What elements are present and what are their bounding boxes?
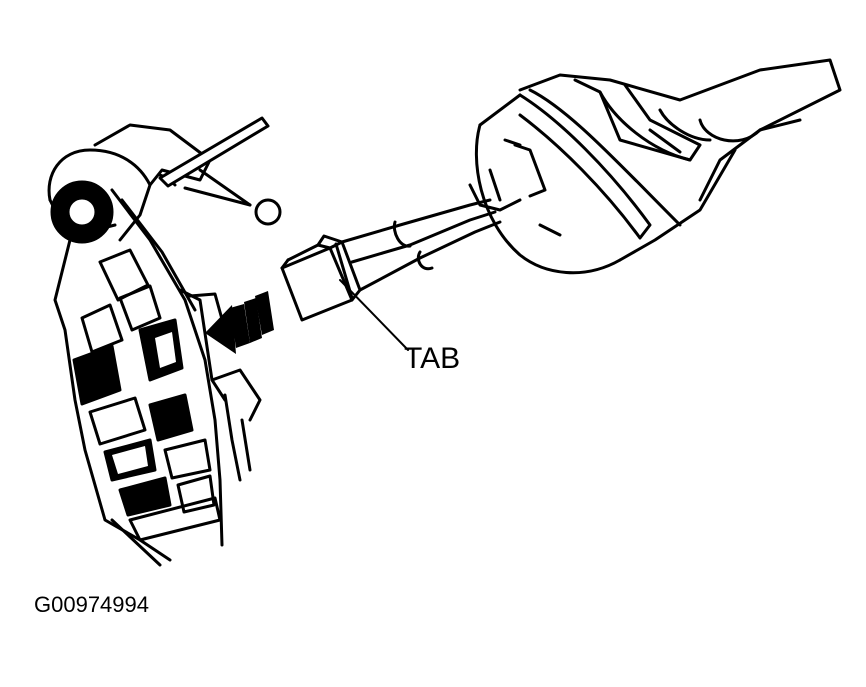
electrical-connector — [280, 198, 502, 351]
figure-id: G00974994 — [34, 592, 149, 617]
actuator-canister — [468, 58, 842, 275]
actuator-rod — [158, 116, 282, 226]
insertion-arrow — [205, 291, 274, 354]
mounting-bracket — [47, 123, 262, 567]
callout-label-tab: TAB — [404, 342, 461, 375]
